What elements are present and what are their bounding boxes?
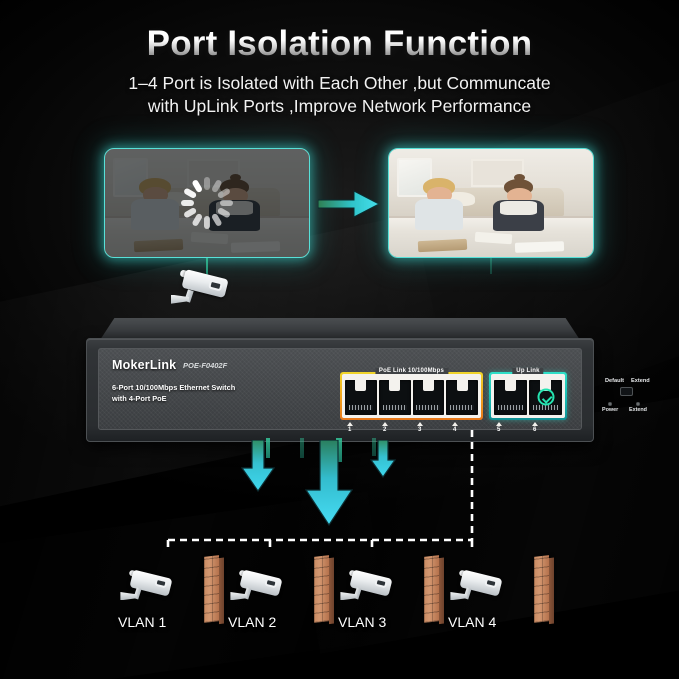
security-camera-icon: [338, 566, 398, 608]
rj45-notch: [539, 380, 552, 392]
port-led: [347, 422, 353, 426]
extend-led-dot: [635, 402, 640, 406]
subtitle-line-2: with UpLink Ports ,Improve Network Perfo…: [147, 95, 532, 116]
port-number: 6: [533, 427, 537, 433]
rj45-pins: [382, 404, 407, 411]
switch-top-face: [100, 318, 580, 340]
port-number: 1: [348, 427, 352, 433]
power-led-label: Power: [602, 407, 619, 413]
panel-photo-after: [389, 149, 593, 257]
panel-dim-overlay: [105, 149, 309, 257]
uplink-port-group: Up Link: [489, 368, 567, 420]
down-arrow-icon: [240, 439, 276, 493]
rj45-pins: [348, 404, 373, 411]
panel-link-line: [206, 258, 208, 280]
smooth-video-panel: [388, 148, 594, 258]
rj45-notch: [456, 380, 468, 392]
port-led: [532, 422, 538, 426]
page-subtitle: 1–4 Port is Isolated with Each Other ,bu…: [0, 72, 679, 118]
transition-arrow-icon: [317, 189, 381, 219]
buffering-video-panel: [104, 148, 310, 258]
device-description-line-1: 6-Port 10/100Mbps Ethernet Switch: [112, 383, 236, 392]
isolation-wall: [314, 555, 329, 623]
extend-led: Extend: [629, 402, 647, 413]
model-number: POE-F0402F: [183, 361, 228, 370]
uplink-group-label: Up Link: [512, 368, 544, 374]
poe-port-group: PoE Link 10/100Mbps: [340, 368, 483, 420]
port-led: [417, 422, 423, 426]
port-number: 5: [497, 427, 501, 433]
dip-default-label: Default: [605, 378, 624, 384]
rj45-port[interactable]: [378, 380, 411, 415]
port-led: [496, 422, 502, 426]
vlan-label: VLAN 4: [448, 614, 497, 630]
rj45-port[interactable]: [529, 380, 562, 415]
extend-led-label: Extend: [629, 407, 647, 413]
vlan-label: VLAN 2: [228, 614, 277, 630]
subtitle-line-1: 1–4 Port is Isolated with Each Other ,bu…: [128, 72, 551, 93]
power-led: Power: [602, 402, 618, 413]
active-check-icon: [537, 388, 554, 406]
port-cable: [266, 438, 270, 458]
security-camera-icon: [168, 266, 234, 312]
security-camera-icon: [228, 566, 288, 608]
device-description: 6-Port 10/100Mbps Ethernet Switch with 4…: [112, 382, 297, 404]
down-arrow-icon: [369, 439, 397, 479]
poe-group-label: PoE Link 10/100Mbps: [374, 368, 449, 374]
rj45-pins: [450, 404, 475, 411]
vlan-label: VLAN 1: [118, 614, 167, 630]
security-camera-icon: [118, 566, 178, 608]
port-led: [452, 422, 458, 426]
port-led: [382, 422, 388, 426]
isolation-wall: [424, 555, 439, 623]
port-cable: [300, 438, 304, 458]
rj45-port[interactable]: [412, 380, 445, 415]
page-title: Port Isolation Function: [0, 25, 679, 63]
rj45-notch: [389, 380, 400, 392]
rj45-pins: [497, 404, 524, 411]
dip-extend-label: Extend: [631, 378, 650, 384]
ethernet-switch-device: MokerLink POE-F0402F 6-Port 10/100Mbps E…: [86, 318, 650, 442]
rj45-port[interactable]: [494, 380, 527, 415]
power-led-dot: [608, 402, 613, 406]
dip-switch-toggle[interactable]: [620, 387, 633, 396]
rj45-port[interactable]: [446, 380, 478, 415]
header: Port Isolation Function 1–4 Port is Isol…: [0, 25, 679, 118]
security-camera-icon: [448, 566, 508, 608]
port-number: 2: [383, 427, 387, 433]
down-arrow-icon: [304, 439, 354, 527]
loading-spinner-icon: [181, 177, 233, 229]
isolation-wall: [204, 555, 219, 623]
rj45-pins: [532, 404, 559, 411]
port-cable: [336, 438, 342, 462]
rj45-notch: [355, 380, 367, 392]
panel-link-line: [490, 258, 492, 274]
isolation-wall: [534, 555, 549, 623]
port-number: 3: [418, 427, 422, 433]
rj45-pins: [416, 404, 441, 411]
port-number: 4: [453, 427, 457, 433]
vlan-label: VLAN 3: [338, 614, 387, 630]
vlan-tree-connector: [166, 430, 474, 550]
brand-logo: MokerLink: [112, 358, 177, 372]
rj45-notch: [504, 380, 517, 392]
rj45-port[interactable]: [345, 380, 377, 415]
rj45-notch: [422, 380, 434, 392]
port-cable: [372, 438, 376, 456]
device-description-line-2: with 4-Port PoE: [112, 394, 167, 404]
